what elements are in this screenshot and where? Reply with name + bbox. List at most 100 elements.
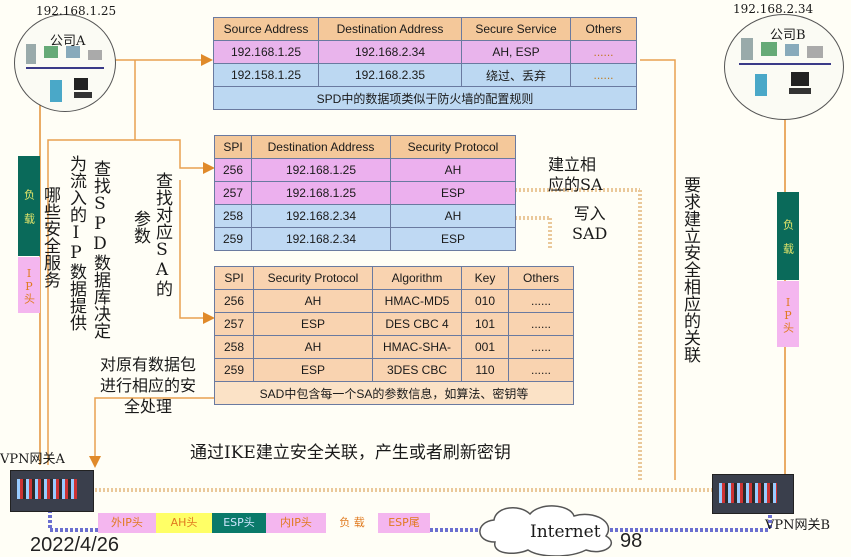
label-process: 对原有数据包 进行相应的安 全处理 (99, 355, 196, 416)
table-row: 256 192.168.1.25 AH (214, 158, 516, 182)
table-cell: HMAC-MD5 (372, 289, 462, 313)
table-cell: 001 (461, 335, 509, 359)
spd-caption: SPD中的数据项类似于防火墙的配置规则 (213, 86, 637, 110)
table-cell: 259 (214, 227, 252, 251)
site-b-name: 公司B (770, 28, 806, 43)
gateway-a-label: VPN网关A (0, 452, 65, 467)
table-cell: 192.168.1.25 (213, 40, 319, 64)
table-cell: 192.168.2.34 (251, 204, 391, 228)
gateway-a-icon (10, 470, 94, 512)
packet-ah: AH头 (156, 513, 212, 533)
table-cell: 010 (461, 289, 509, 313)
table-cell: 192.168.2.34 (318, 40, 462, 64)
spd-header-service: Secure Service (461, 17, 571, 41)
sad-header-protocol: Security Protocol (253, 266, 373, 290)
packet-esp-trailer: ESP尾 (378, 513, 430, 533)
label-require-sa: 要求建立安全相应的关联 (680, 176, 700, 363)
spd-header-others: Others (570, 17, 637, 41)
table-row: 259 192.168.2.34 ESP (214, 227, 516, 251)
slide-page-number: 98 (620, 530, 643, 552)
internet-cloud-icon (479, 505, 613, 556)
sad-header-key: Key (461, 266, 509, 290)
table-cell: 258 (214, 204, 252, 228)
internet-label: Internet (530, 522, 601, 542)
table-row: 258 192.168.2.34 AH (214, 204, 516, 228)
table-cell: 绕过、丢弃 (461, 63, 571, 87)
packet-inner-ip: 内IP头 (266, 513, 326, 533)
table-cell: 110 (461, 358, 509, 382)
site-a-name: 公司A (50, 34, 86, 49)
label-params: 参数 (130, 210, 150, 244)
table-cell: ...... (570, 63, 637, 87)
sa-header-protocol: Security Protocol (390, 135, 516, 159)
label-query-sa: 查找对应SA的 (152, 172, 172, 297)
label-create-sa: 建立相 应的SA (548, 155, 603, 194)
packet-esp-header: ESP头 (212, 513, 266, 533)
table-cell: 256 (214, 289, 254, 313)
sad-header-algorithm: Algorithm (372, 266, 462, 290)
site-b-ip: 192.168.2.34 (733, 2, 814, 16)
table-cell: ...... (508, 289, 574, 313)
right-stack-payload: 负 载 (777, 192, 799, 280)
packet-outer-ip: 外IP头 (98, 513, 156, 533)
site-b-network-icon (739, 38, 831, 96)
table-cell: AH (390, 158, 516, 182)
table-cell: 101 (461, 312, 509, 336)
right-stack-ip-header: IP头 (777, 281, 799, 347)
table-cell: 259 (214, 358, 254, 382)
table-cell: 256 (214, 158, 252, 182)
spd-header-dest: Destination Address (318, 17, 462, 41)
table-cell: 3DES CBC (372, 358, 462, 382)
table-cell: 192.168.2.34 (251, 227, 391, 251)
table-cell: 257 (214, 181, 252, 205)
table-cell: ESP (390, 227, 516, 251)
spd-table: Source Address Destination Address Secur… (213, 17, 637, 110)
table-cell: AH (253, 289, 373, 313)
label-write-sad: 写入 SAD (572, 204, 608, 243)
left-stack-ip-header: IP头 (18, 257, 40, 313)
table-cell: 192.168.1.25 (251, 181, 391, 205)
packet-payload: 负 载 (326, 513, 378, 533)
table-cell: AH (253, 335, 373, 359)
sad-caption: SAD中包含每一个SA的参数信息，如算法、密钥等 (214, 381, 574, 405)
table-cell: ESP (390, 181, 516, 205)
left-stack-payload: 负 载 (18, 156, 40, 256)
site-a-network-icon (26, 44, 104, 102)
table-cell: ...... (508, 335, 574, 359)
table-cell: 192.168.2.35 (318, 63, 462, 87)
table-cell: ...... (508, 358, 574, 382)
table-cell: AH, ESP (461, 40, 571, 64)
spd-header-source: Source Address (213, 17, 319, 41)
sad-header-others: Others (508, 266, 574, 290)
table-row: 257 ESP DES CBC 4 101 ...... (214, 312, 574, 336)
table-cell: ...... (508, 312, 574, 336)
table-row: 192.168.1.25 192.168.2.34 AH, ESP ...... (213, 40, 637, 64)
table-cell: 192.158.1.25 (213, 63, 319, 87)
table-cell: 257 (214, 312, 254, 336)
table-cell: ESP (253, 358, 373, 382)
gateway-b-label: VPN网关B (765, 518, 831, 533)
sa-header-spi: SPI (214, 135, 252, 159)
table-cell: 192.168.1.25 (251, 158, 391, 182)
sad-header-spi: SPI (214, 266, 254, 290)
label-ike: 通过IKE建立安全关联，产生或者刷新密钥 (190, 443, 511, 463)
sa-table: SPI Destination Address Security Protoco… (214, 135, 516, 251)
label-which-service: 哪些安全服务 (40, 186, 60, 288)
table-row: 256 AH HMAC-MD5 010 ...... (214, 289, 574, 313)
table-cell: 258 (214, 335, 254, 359)
table-row: 258 AH HMAC-SHA- 001 ...... (214, 335, 574, 359)
table-row: 257 192.168.1.25 ESP (214, 181, 516, 205)
table-cell: ESP (253, 312, 373, 336)
table-cell: HMAC-SHA- (372, 335, 462, 359)
label-query-spd: 查找SPD数据库决定 (90, 160, 110, 339)
table-cell: AH (390, 204, 516, 228)
table-cell: ...... (570, 40, 637, 64)
sa-header-dest: Destination Address (251, 135, 391, 159)
site-b (724, 14, 844, 120)
label-for-inbound: 为流入的IP数据提供 (66, 155, 86, 331)
table-row: 192.158.1.25 192.168.2.35 绕过、丢弃 ...... (213, 63, 637, 87)
table-cell: DES CBC 4 (372, 312, 462, 336)
gateway-b-icon (712, 474, 794, 514)
site-a-ip: 192.168.1.25 (36, 4, 117, 18)
